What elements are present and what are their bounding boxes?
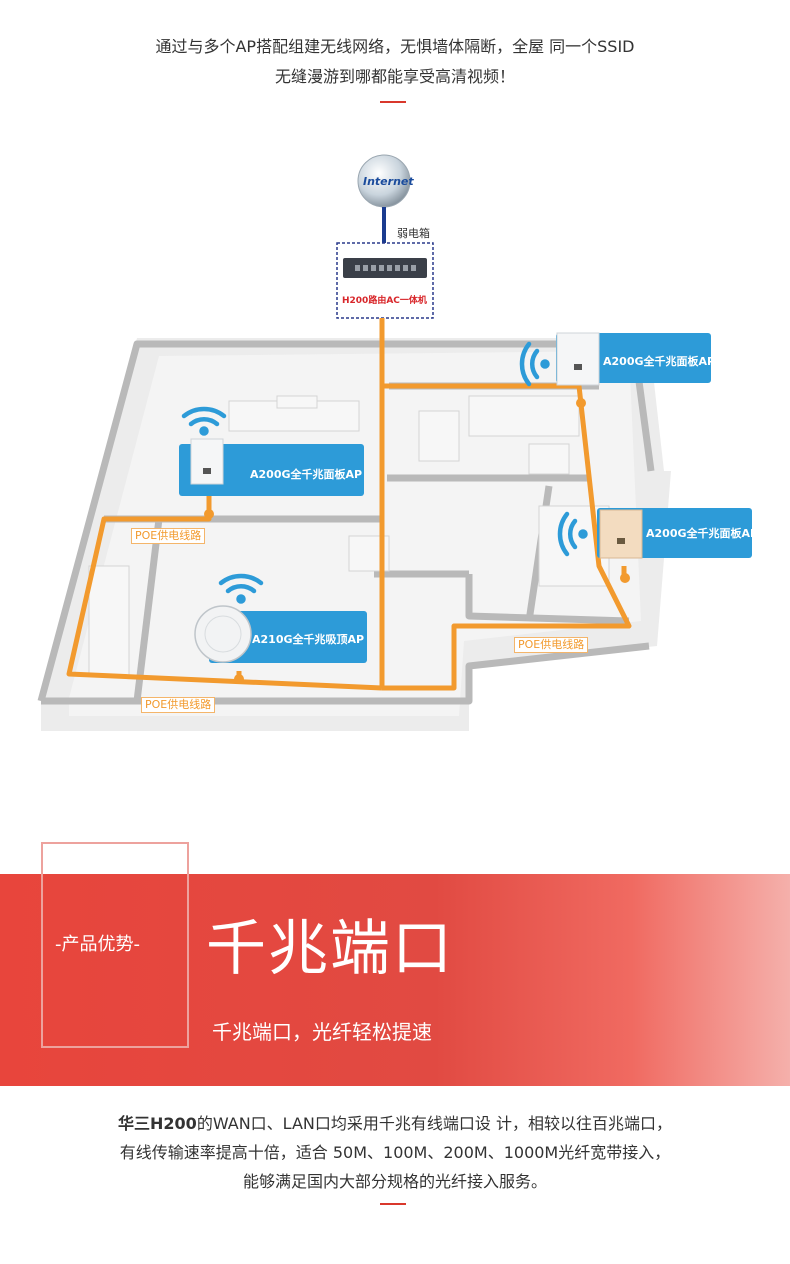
divider-bottom: [380, 1203, 406, 1205]
wall-inner-4: [133, 518, 163, 702]
ap-left-label: A200G全千兆面板AP: [250, 468, 363, 481]
description-line-2: 有线传输速率提高十倍，适合 50M、100M、200M、1000M光纤宽带接入，: [119, 1143, 671, 1162]
bed: [468, 395, 580, 437]
wifi-icon-top-right: [519, 341, 550, 387]
ap-right-device: [599, 509, 643, 559]
ap-left-panel: [179, 444, 364, 496]
weak-box: [336, 242, 434, 319]
ap-right-label: A200G全千兆面板AP: [646, 527, 759, 540]
furniture: [88, 395, 610, 677]
cabinet: [88, 565, 130, 677]
network-diagram: Internet 弱电箱 H200路由AC一体机 A200G全千兆面板AP A2…: [29, 126, 759, 772]
floor-plan-svg: [37, 154, 752, 731]
banner-title: 千兆端口: [206, 914, 454, 984]
divider-top: [380, 101, 406, 103]
ap-top-right-device: [556, 332, 600, 386]
internet-label: Internet: [363, 175, 414, 188]
router-ports: [355, 265, 416, 271]
description: 华三H200的WAN口、LAN口均采用千兆有线端口设 计，相较以往百兆端口， 有…: [0, 1109, 790, 1196]
wifi-icon-right: [557, 511, 588, 557]
ap-top-right-label: A200G全千兆面板AP: [603, 355, 716, 368]
table: [276, 395, 318, 409]
wall-outer-bottom: [41, 642, 650, 705]
poe-label-3: POE供电线路: [514, 637, 589, 653]
weak-box-label: 弱电箱: [397, 227, 430, 240]
wardrobe: [418, 410, 460, 462]
poe-label-1: POE供电线路: [131, 528, 206, 544]
intro-text: 通过与多个AP搭配组建无线网络，无惧墙体隔断，全屋 同一个SSID 无缝漫游到哪…: [0, 32, 790, 92]
description-line-1-rest: 的WAN口、LAN口均采用千兆有线端口设 计，相较以往百兆端口，: [196, 1114, 672, 1133]
description-line-1: 华三H200的WAN口、LAN口均采用千兆有线端口设 计，相较以往百兆端口，: [0, 1109, 790, 1138]
ap-ceiling-device: [194, 605, 252, 663]
router-label: H200路由AC一体机: [342, 296, 427, 306]
banner-tag: -产品优势-: [55, 934, 140, 955]
wifi-icon-left: [181, 406, 227, 436]
banner-subtitle: 千兆端口，光纤轻松提速: [212, 1020, 432, 1044]
banner-frame: [41, 842, 189, 1048]
description-line-3: 能够满足国内大部分规格的光纤接入服务。: [242, 1172, 547, 1191]
ap-ceiling-label: A210G全千兆吸顶AP: [252, 633, 365, 646]
wall-outer-top: [37, 340, 655, 702]
poe-junctions: [204, 398, 630, 684]
wall-inner-6: [465, 574, 630, 625]
intro-line-2: 无缝漫游到哪都能享受高清视频！: [274, 67, 515, 86]
intro-line-1: 通过与多个AP搭配组建无线网络，无惧墙体隔断，全屋 同一个SSID: [155, 37, 635, 56]
router-device: [343, 258, 427, 278]
nightstand: [528, 443, 570, 475]
feature-banner: [0, 874, 790, 1086]
ap-left-device: [190, 438, 224, 485]
wifi-icon-ceiling: [218, 573, 264, 604]
poe-label-2: POE供电线路: [141, 697, 216, 713]
description-brand: 华三H200: [118, 1114, 197, 1133]
